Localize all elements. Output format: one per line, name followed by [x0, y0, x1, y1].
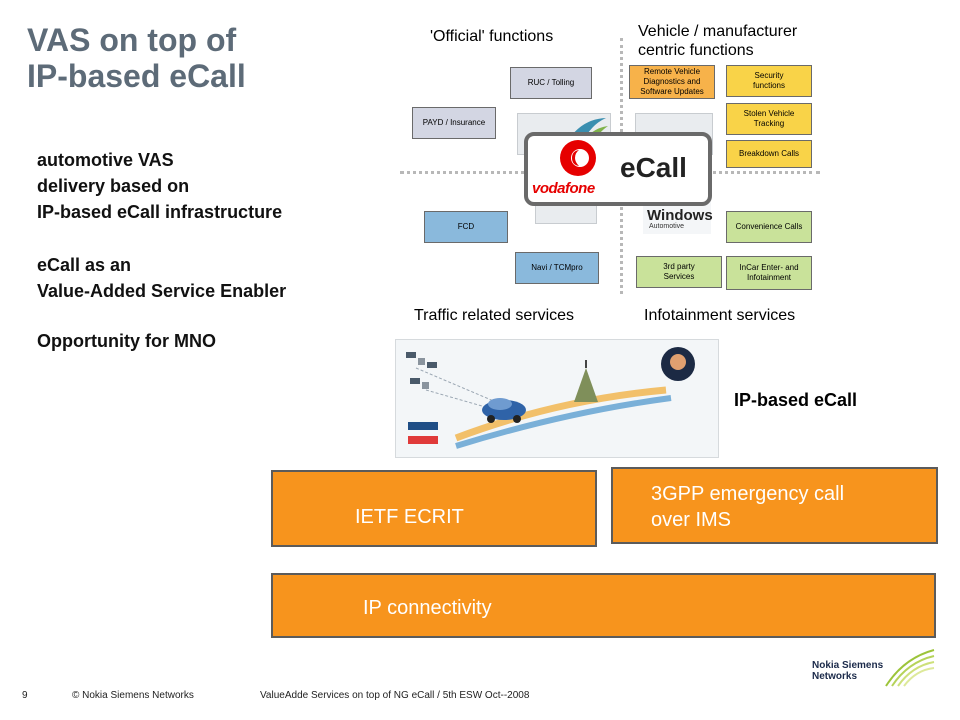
- 3gpp-line-1: 3GPP emergency call: [651, 483, 845, 505]
- page-number: 9: [22, 690, 28, 701]
- bullet-1-line-3: IP-based eCall infrastructure: [37, 202, 283, 222]
- remote-line-3: Software Updates: [640, 87, 704, 96]
- legend-data-swatch: [408, 422, 438, 430]
- cell-tower-icon: [574, 360, 598, 402]
- function-box-third-party-services: 3rd party Services: [636, 256, 722, 288]
- nsn-logo-line-2: Networks: [812, 671, 858, 682]
- remote-line-2: Diagnostics and: [643, 77, 701, 86]
- security-line-1: Security: [754, 71, 784, 80]
- quadrant-vehicle-heading: Vehicle / manufacturer centric functions: [638, 22, 797, 60]
- stack-box-ip-connectivity: IP connectivity: [271, 573, 936, 638]
- quadrant-infotainment-heading: Infotainment services: [644, 307, 796, 324]
- security-line-2: functions: [752, 81, 786, 90]
- quadrant-vehicle-line-1: Vehicle / manufacturer: [638, 23, 798, 40]
- bullet-3: Opportunity for MNO: [37, 328, 216, 354]
- vodafone-logo-icon: [558, 138, 598, 183]
- windows-logo-text: Windows: [647, 207, 713, 224]
- nsn-wave-icon: [885, 649, 935, 687]
- ecall-scheme-graphic: [396, 340, 718, 457]
- stack-box-ietf-ecrit: IETF ECRIT: [271, 470, 597, 547]
- incar-line-1: InCar Enter- and: [739, 263, 799, 272]
- ip-based-ecall-label: IP-based eCall: [734, 390, 858, 410]
- satellite-icon-2: [410, 378, 429, 389]
- function-box-stolen-vehicle-tracking: Stolen Vehicle Tracking: [726, 103, 812, 135]
- ecall-label: eCall: [620, 152, 687, 183]
- operator-icon: [661, 347, 695, 381]
- car-icon: [482, 398, 526, 423]
- function-box-security-functions: Security functions: [726, 65, 812, 97]
- windows-logo-subtext: Automotive: [649, 223, 685, 230]
- bullet-2-line-1: eCall as an: [37, 255, 132, 275]
- function-box-payd-insurance: PAYD / Insurance: [412, 107, 496, 139]
- thirdparty-line-2: Services: [663, 272, 695, 281]
- bullet-3-line-1: Opportunity for MNO: [37, 331, 216, 351]
- stolen-line-2: Tracking: [753, 119, 785, 128]
- title-line-1: VAS on top of: [27, 22, 237, 58]
- incar-line-2: Infotainment: [746, 273, 791, 282]
- bullet-2-line-2: Value-Added Service Enabler: [37, 281, 287, 301]
- ip-connectivity-label: IP connectivity: [363, 597, 492, 619]
- satellite-icon: [406, 352, 437, 368]
- ecall-center-box: [524, 132, 712, 206]
- function-box-remote-diagnostics: Remote Vehicle Diagnostics and Software …: [629, 65, 715, 99]
- remote-line-1: Remote Vehicle: [643, 67, 701, 76]
- thirdparty-line-1: 3rd party: [663, 262, 695, 271]
- nokia-siemens-networks-logo: Nokia Siemens Networks: [812, 648, 938, 692]
- quadrant-official-heading: 'Official' functions: [430, 28, 554, 45]
- nsn-logo-line-1: Nokia Siemens: [812, 660, 884, 671]
- function-box-breakdown-calls: Breakdown Calls: [726, 140, 812, 168]
- bullet-2: eCall as an Value-Added Service Enabler: [37, 252, 286, 304]
- stack-box-3gpp-ims: 3GPP emergency call over IMS: [611, 467, 938, 544]
- slide-title: VAS on top of IP-based eCall: [27, 22, 387, 94]
- vodafone-wordmark: vodafone: [532, 180, 595, 197]
- footer-subject: ValueAdde Services on top of NG eCall / …: [260, 690, 530, 701]
- 3gpp-line-2: over IMS: [651, 509, 732, 531]
- quadrant-vehicle-line-2: centric functions: [638, 42, 754, 59]
- function-box-ruc-tolling: RUC / Tolling: [510, 67, 592, 99]
- bullet-1-line-2: delivery based on: [37, 176, 190, 196]
- function-box-convenience-calls: Convenience Calls: [726, 211, 812, 243]
- legend-voice-swatch: [408, 436, 438, 444]
- title-line-2: IP-based eCall: [27, 58, 246, 94]
- function-box-navi-tcmpro: Navi / TCMpro: [515, 252, 599, 284]
- footer-copyright: © Nokia Siemens Networks: [72, 690, 194, 701]
- quadrant-traffic-heading: Traffic related services: [414, 307, 575, 324]
- ietf-ecrit-label: IETF ECRIT: [355, 506, 464, 528]
- bullet-1: automotive VAS delivery based on IP-base…: [37, 147, 282, 225]
- bullet-1-line-1: automotive VAS: [37, 150, 174, 170]
- stolen-line-1: Stolen Vehicle: [743, 109, 795, 118]
- ecall-scheme-illustration: [395, 339, 719, 458]
- function-box-incar-infotainment: InCar Enter- and Infotainment: [726, 256, 812, 290]
- function-box-fcd: FCD: [424, 211, 508, 243]
